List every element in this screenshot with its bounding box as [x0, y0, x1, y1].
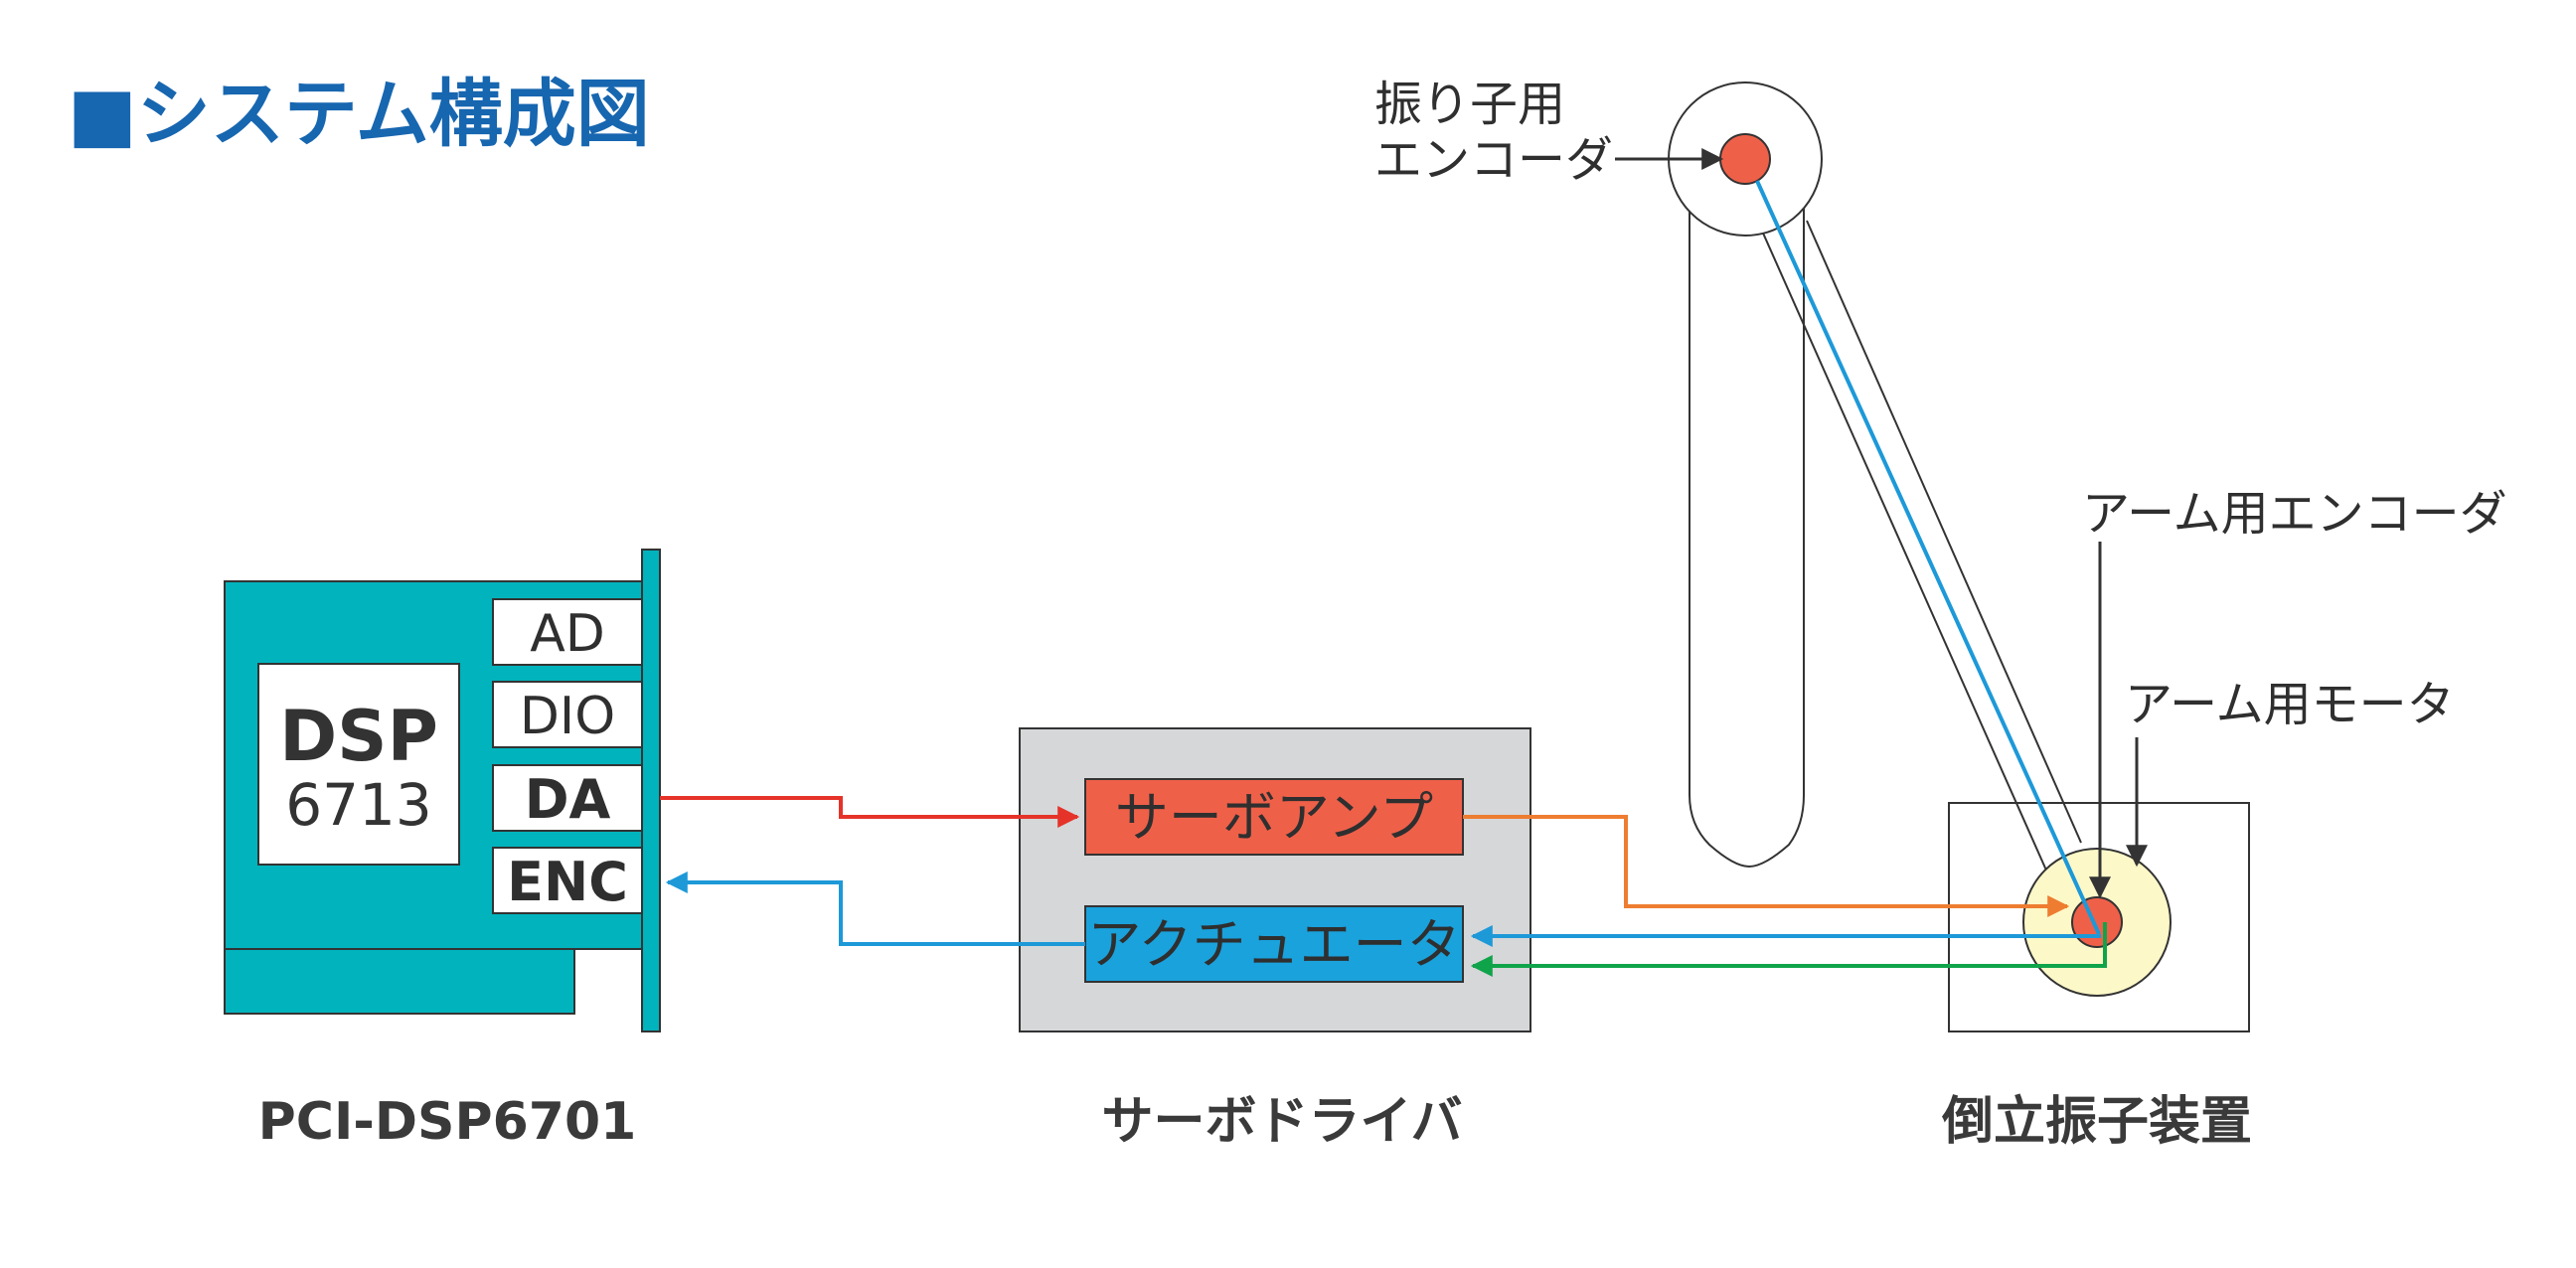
dsp-chip [257, 663, 460, 866]
pendulum-encoder-label-1: 振り子用 [1374, 77, 1565, 132]
pendulum-encoder [1719, 133, 1771, 185]
dsp-chip-title: DSP [279, 696, 438, 777]
port-da-label: DA [525, 768, 611, 831]
amp-to-motor-wire [1463, 815, 2070, 917]
dsp-chip-model: 6713 [285, 771, 432, 839]
arm-encoder-to-actuator-wire [1470, 922, 2107, 977]
port-enc [492, 847, 643, 914]
actuator-label: アクチュエータ [1087, 913, 1460, 976]
port-enc-label: ENC [507, 851, 628, 913]
arm-encoder-label: アーム用エンコーダ [2082, 486, 2507, 542]
servo-amp-label: サーボアンプ [1115, 786, 1433, 849]
arm-line-left [1760, 228, 2048, 873]
actuator-to-enc-wire [665, 872, 1085, 946]
encoder-to-actuator-wire [1470, 925, 2101, 947]
port-ad-label: AD [530, 604, 605, 664]
servo-driver-box [1019, 727, 1531, 1032]
card-bracket [641, 549, 661, 1032]
pendulum-caption: 倒立振子装置 [1941, 1092, 2252, 1152]
pendulum-device [1668, 81, 2250, 1032]
pendulum-encoder-wire [1755, 180, 2101, 935]
arm-line-right [1806, 220, 2082, 844]
dsp-card-caption: PCI-DSP6701 [258, 1092, 637, 1152]
servo-driver-caption: サーボドライバ [1102, 1092, 1463, 1152]
port-dio [492, 681, 643, 748]
diagram-title: ■システム構成図 [68, 72, 650, 157]
arm-encoder [2071, 896, 2123, 948]
pendulum-rod [1689, 209, 1805, 869]
da-to-amp-wire [660, 796, 1080, 828]
arm-motor-label: アーム用モータ [2125, 677, 2455, 732]
pendulum-encoder-label-2: エンコーダ [1374, 132, 1613, 188]
port-dio-label: DIO [520, 687, 615, 746]
servo-driver: サーボアンプ アクチュエータ [1019, 727, 1531, 1032]
servo-amp-box [1084, 778, 1464, 856]
dsp-card: DSP 6713 AD DIO DA ENC [224, 549, 661, 1032]
port-da [492, 764, 643, 832]
card-edge-connector [224, 948, 575, 1015]
port-ad [492, 598, 643, 666]
